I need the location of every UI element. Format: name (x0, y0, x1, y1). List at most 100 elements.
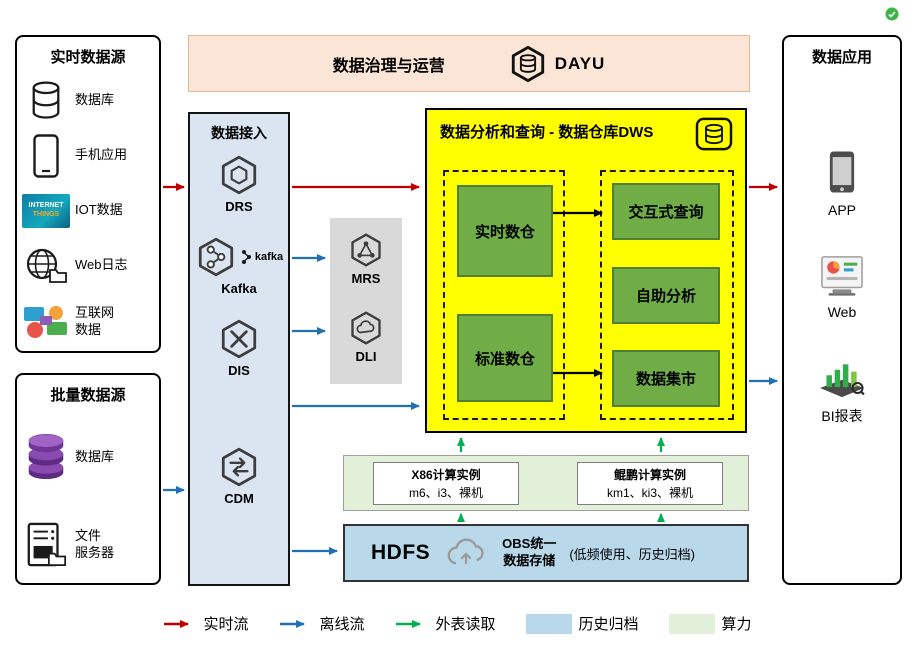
batch-sources-title: 批量数据源 (50, 387, 126, 404)
dws-title: 数据分析和查询 - 数据仓库DWS (440, 124, 654, 141)
dayu-label: DAYU (554, 53, 606, 73)
service-mrs: MRS (330, 232, 402, 286)
realtime-sources-title: 实时数据源 (50, 49, 126, 66)
dli-icon (351, 311, 381, 345)
iot-caption: INTERNET (28, 202, 64, 210)
data-ingestion-panel: 数据接入 DRS (188, 112, 290, 586)
source-label: IOT数据 (75, 202, 123, 218)
blue-arrow-icon (280, 619, 306, 628)
iot-caption: THINGS (32, 210, 60, 218)
node-self-analysis: 自助分析 (612, 267, 720, 324)
service-label: DRS (225, 199, 253, 214)
source-item-database: 数据库 (17, 73, 159, 128)
compute-card-x86: X86计算实例 m6、i3、裸机 (373, 462, 519, 505)
app-label: Web (827, 304, 857, 320)
database-icon (17, 80, 75, 122)
compute-card-title: X86计算实例 (411, 467, 481, 482)
node-interactive-query: 交互式查询 (612, 183, 720, 240)
warehouse-group (443, 170, 565, 420)
source-item-iot: INTERNET THINGS IOT数据 (17, 183, 159, 238)
node-data-mart: 数据集市 (612, 350, 720, 407)
analysis-group (600, 170, 734, 420)
legend-item-realtime-flow: 实时流 (162, 613, 248, 634)
app-label: BI报表 (821, 408, 863, 424)
governance-banner: 数据治理与运营 DAYU (188, 35, 750, 92)
drs-icon (221, 155, 257, 195)
legend-label: 离线流 (319, 616, 365, 633)
source-label: 数据库 (75, 92, 115, 108)
service-label: Kafka (221, 281, 257, 296)
source-item-batch-database: 数据库 (17, 413, 159, 501)
compute-card-kunpeng: 鲲鹏计算实例 km1、ki3、裸机 (577, 462, 723, 505)
service-label: DLI (355, 349, 377, 364)
batch-sources-panel: 批量数据源 数据库 (15, 373, 161, 585)
service-kafka: kafka Kafka (190, 236, 288, 296)
service-label: CDM (224, 491, 254, 506)
web-dashboard-icon (821, 256, 863, 296)
hdfs-label: HDFS (371, 541, 431, 564)
database-stack-icon (17, 431, 75, 483)
legend-label: 算力 (721, 616, 752, 633)
legend-label: 外表读取 (435, 616, 496, 633)
compute-card-subtitle: m6、i3、裸机 (408, 485, 483, 500)
obs-note: (低频使用、历史归档) (569, 546, 696, 562)
compute-card-subtitle: km1、ki3、裸机 (606, 485, 693, 500)
cdm-icon (221, 447, 257, 487)
internet-data-icon (17, 304, 75, 340)
legend-label: 实时流 (203, 616, 249, 633)
mrs-icon (351, 233, 381, 267)
service-label: MRS (351, 271, 381, 286)
legend-item-external-read: 外表读取 (394, 613, 496, 634)
kafka-icon (198, 237, 234, 277)
dayu-icon (511, 45, 544, 82)
service-label: DIS (228, 363, 250, 378)
compute-panel: X86计算实例 m6、i3、裸机 鲲鹏计算实例 km1、ki3、裸机 (343, 455, 749, 511)
dis-icon (221, 319, 257, 359)
kafka-logo-icon (241, 250, 251, 264)
dayu-logo: DAYU (509, 45, 606, 83)
source-item-weblog: Web日志 (17, 238, 159, 293)
bi-report-icon (820, 364, 865, 398)
legend-item-compute-power: 算力 (668, 613, 752, 634)
data-applications-panel: 数据应用 APP Web (782, 35, 902, 585)
node-realtime-warehouse: 实时数仓 (457, 185, 553, 277)
compute-swatch (668, 613, 715, 634)
dws-icon (695, 117, 733, 151)
legend: 实时流 离线流 外表读取 历史归档 算力 (0, 613, 914, 634)
app-phone-icon (829, 151, 855, 193)
governance-title: 数据治理与运营 (332, 57, 445, 75)
obs-label: OBS统一数据存储 (502, 536, 557, 568)
processing-panel: MRS DLI (330, 218, 402, 384)
green-arrow-icon (396, 619, 422, 628)
compute-card-title: 鲲鹏计算实例 (613, 467, 686, 482)
red-arrow-icon (164, 619, 190, 628)
service-cdm: CDM (190, 446, 288, 506)
source-label: 文件服务器 (75, 528, 115, 560)
obs-cloud-icon (447, 538, 484, 565)
node-standard-warehouse: 标准数仓 (457, 314, 553, 402)
data-ingestion-title: 数据接入 (211, 125, 267, 141)
iot-icon: INTERNET THINGS (17, 193, 75, 228)
storage-panel: HDFS OBS统一数据存储 (低频使用、历史归档) (343, 524, 749, 582)
source-label: Web日志 (75, 257, 128, 273)
dws-panel: 数据分析和查询 - 数据仓库DWS 实时数仓 标准数仓 交互式查询 自助分析 数… (425, 108, 747, 433)
app-label: APP (827, 202, 856, 218)
app-item-app: APP (784, 149, 900, 218)
service-drs: DRS (190, 154, 288, 214)
file-server-icon (17, 522, 75, 568)
data-applications-title: 数据应用 (811, 49, 872, 66)
app-item-web: Web (784, 255, 900, 320)
realtime-sources-panel: 实时数据源 数据库 手机应 (15, 35, 161, 353)
legend-item-history-archive: 历史归档 (525, 613, 639, 634)
source-item-file-server: 文件服务器 (17, 501, 159, 589)
phone-icon (17, 133, 75, 178)
service-dis: DIS (190, 318, 288, 378)
legend-item-offline-flow: 离线流 (278, 613, 364, 634)
legend-label: 历史归档 (578, 616, 639, 633)
source-label: 数据库 (75, 448, 115, 464)
kafka-wordmark: kafka (254, 251, 284, 263)
source-label: 互联网数据 (75, 305, 115, 337)
source-label: 手机应用 (75, 147, 128, 163)
globe-icon (17, 247, 75, 285)
